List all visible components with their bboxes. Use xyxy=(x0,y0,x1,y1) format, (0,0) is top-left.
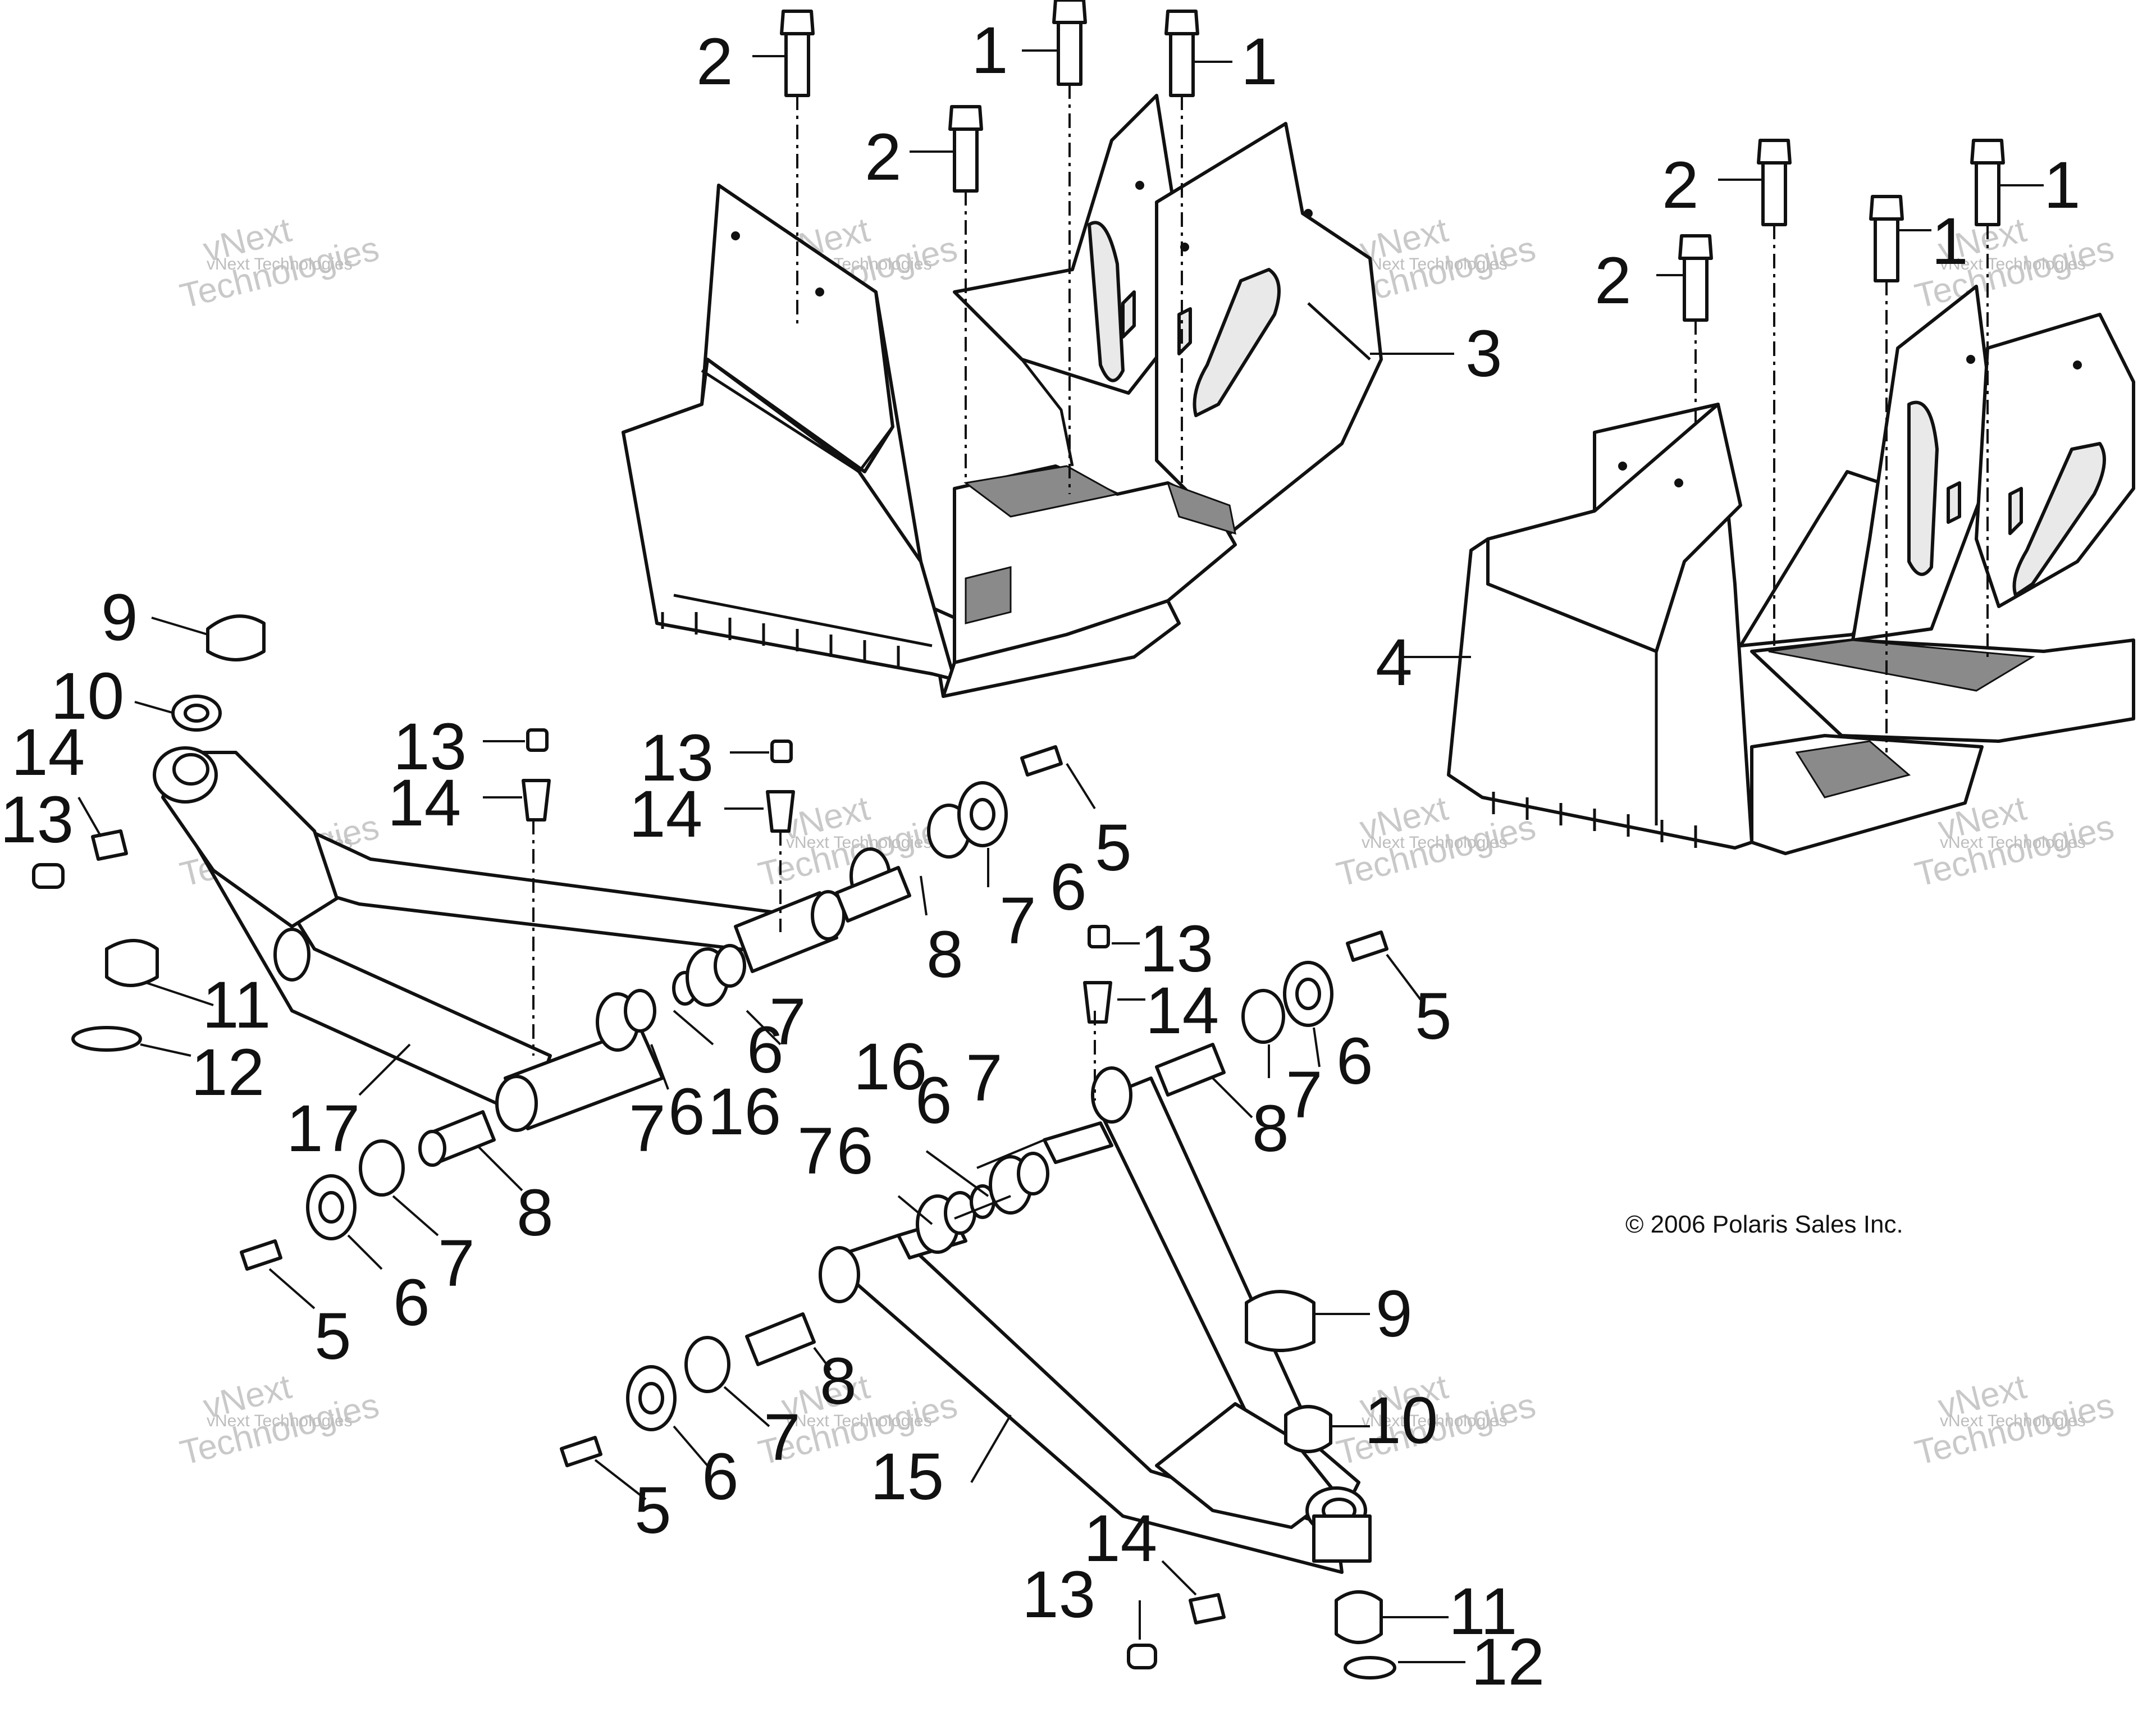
callout-labels: 2 1 1 2 3 2 1 2 1 4 9 10 14 13 11 12 17 … xyxy=(0,13,2081,1699)
watermark-caption: vNext Technologies xyxy=(207,255,353,273)
callout-2: 2 xyxy=(865,120,902,194)
callout-8: 8 xyxy=(517,1176,554,1250)
callout-5: 5 xyxy=(1095,811,1132,885)
watermark-caption: vNext Technologies xyxy=(1940,255,2086,273)
a-arm-17 xyxy=(32,614,1112,1271)
callout-13: 13 xyxy=(1140,912,1213,986)
callout-1: 1 xyxy=(971,13,1008,88)
callout-3: 3 xyxy=(1465,317,1502,391)
watermark-caption: vNext Technologies xyxy=(1362,255,1508,273)
callout-1: 1 xyxy=(2044,148,2081,222)
callout-8: 8 xyxy=(926,918,963,992)
watermark-caption: vNext Technologies xyxy=(1940,833,2086,852)
callout-7: 7 xyxy=(764,1400,801,1475)
callout-6: 6 xyxy=(668,1075,705,1149)
footwell-part-3 xyxy=(622,94,1383,698)
leader-lines xyxy=(77,49,2044,1663)
callout-13: 13 xyxy=(1022,1558,1095,1632)
callout-16: 16 xyxy=(853,1030,927,1104)
copyright-notice: © 2006 Polaris Sales Inc. xyxy=(1625,1211,1903,1238)
callout-12: 12 xyxy=(191,1035,264,1110)
callout-2: 2 xyxy=(1662,148,1699,222)
callout-14: 14 xyxy=(1084,1502,1157,1576)
watermark-caption: vNext Technologies xyxy=(1362,1412,1508,1430)
callout-7: 7 xyxy=(999,884,1036,958)
callout-7: 7 xyxy=(438,1226,475,1300)
footwell-part-4 xyxy=(1447,285,2135,855)
callout-8: 8 xyxy=(820,1344,857,1418)
callout-2: 2 xyxy=(696,25,733,99)
callout-11: 11 xyxy=(1449,1575,1518,1649)
callout-7: 7 xyxy=(769,985,806,1059)
callout-13: 13 xyxy=(393,710,467,784)
callout-7: 7 xyxy=(797,1114,834,1188)
callout-17: 17 xyxy=(286,1092,360,1166)
callout-13: 13 xyxy=(0,783,74,857)
watermark-caption: vNext Technologies xyxy=(786,1412,932,1430)
callout-7: 7 xyxy=(1286,1058,1323,1132)
callout-9: 9 xyxy=(1376,1277,1413,1351)
callout-6: 6 xyxy=(747,1013,784,1087)
callout-12: 12 xyxy=(1471,1625,1545,1699)
callout-7: 7 xyxy=(629,1092,666,1166)
watermark: vNext Technologies xyxy=(1911,1367,2118,1473)
callout-16: 16 xyxy=(707,1075,781,1149)
watermark: vNext Technologies xyxy=(176,211,383,316)
watermark-caption: vNext Technologies xyxy=(1362,833,1508,852)
callout-14: 14 xyxy=(629,777,702,851)
callout-6: 6 xyxy=(915,1064,952,1138)
callout-1: 1 xyxy=(1931,204,1968,279)
watermark-caption: vNext Technologies xyxy=(1940,1412,2086,1430)
callout-9: 9 xyxy=(101,581,138,655)
callout-10: 10 xyxy=(51,659,124,733)
callout-5: 5 xyxy=(314,1299,351,1373)
callout-6: 6 xyxy=(393,1266,430,1340)
callout-5: 5 xyxy=(634,1473,672,1548)
callout-8: 8 xyxy=(1252,1092,1289,1166)
callout-13: 13 xyxy=(640,721,714,795)
callout-7: 7 xyxy=(966,1041,1003,1115)
a-arm-15 xyxy=(560,930,1396,1680)
callout-6: 6 xyxy=(702,1440,739,1514)
callout-4: 4 xyxy=(1376,626,1413,700)
callout-11: 11 xyxy=(202,968,271,1042)
callout-14: 14 xyxy=(1145,974,1219,1048)
watermark-caption: vNext Technologies xyxy=(786,833,932,852)
callout-14: 14 xyxy=(387,766,461,840)
bolts-upper xyxy=(780,0,2005,752)
callout-10: 10 xyxy=(1364,1384,1438,1458)
callout-5: 5 xyxy=(1415,979,1452,1053)
callout-15: 15 xyxy=(870,1440,944,1514)
callout-1: 1 xyxy=(1241,25,1278,99)
callout-14: 14 xyxy=(11,715,85,790)
callout-2: 2 xyxy=(1595,244,1632,318)
callout-6: 6 xyxy=(1050,850,1087,924)
callout-6: 6 xyxy=(837,1114,874,1188)
watermark-caption: vNext Technologies xyxy=(207,1412,353,1430)
callout-6: 6 xyxy=(1336,1024,1373,1098)
